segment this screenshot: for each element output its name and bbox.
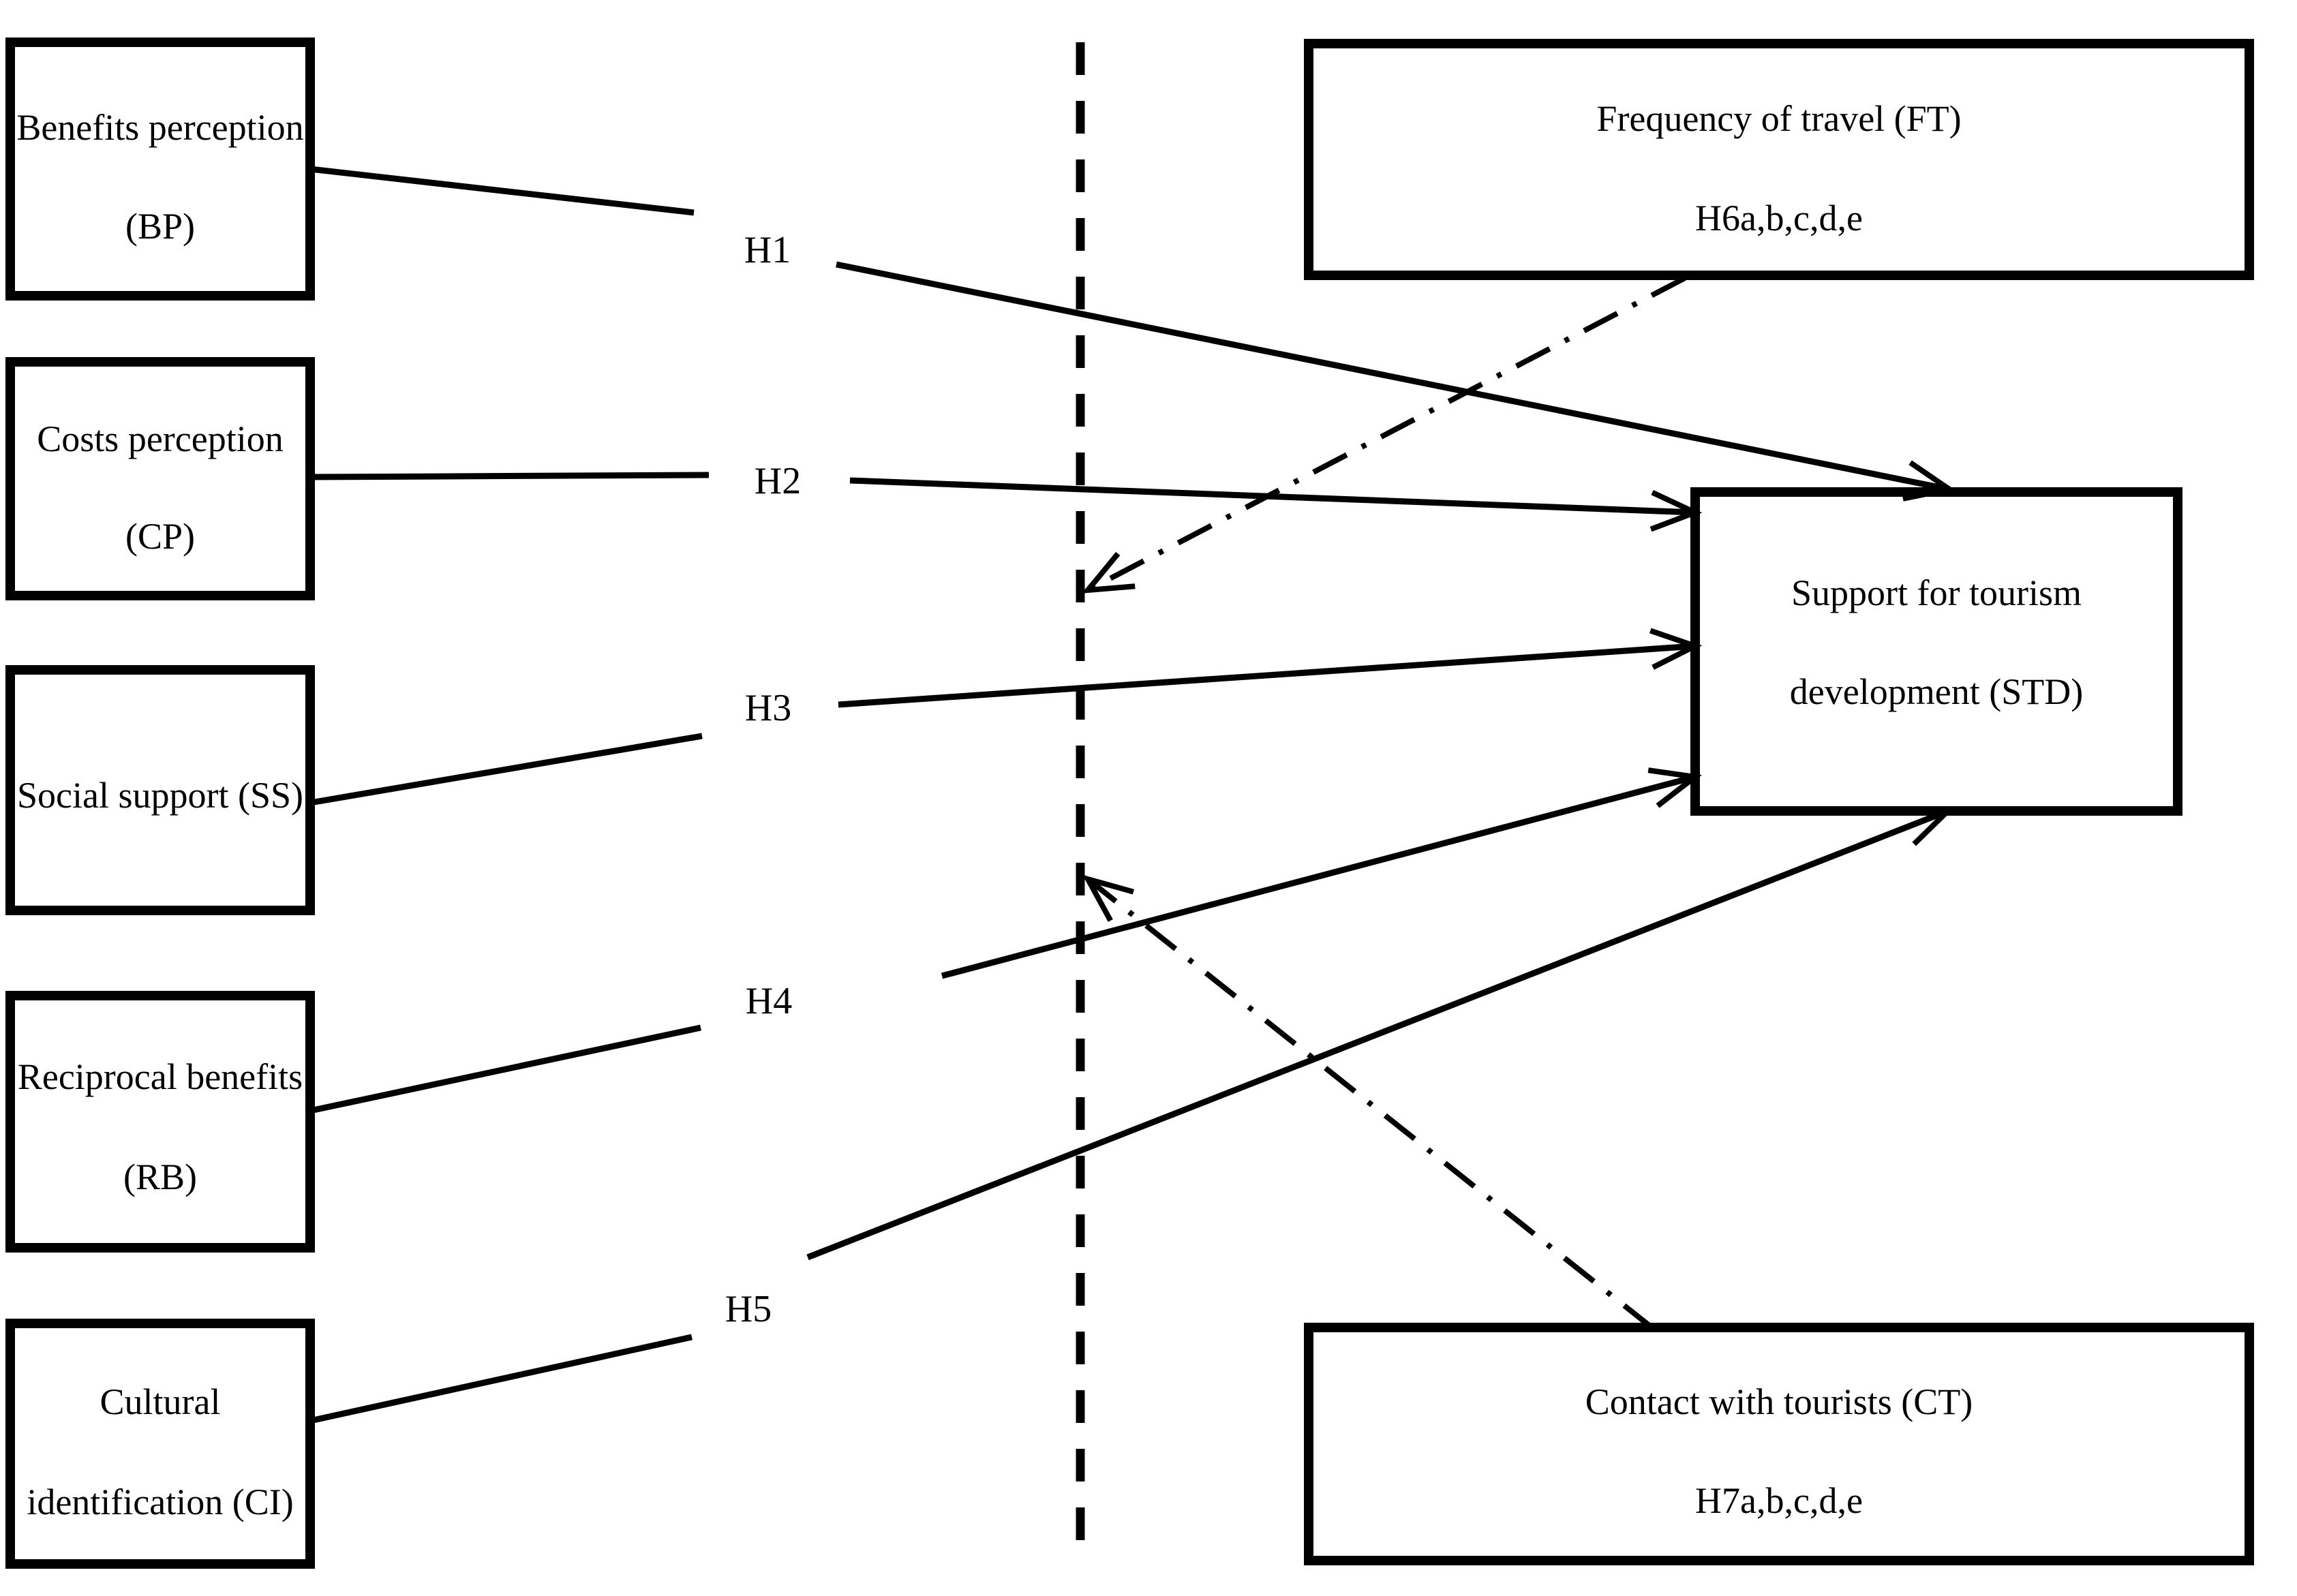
label-h4: H4	[746, 980, 792, 1022]
box-frequency-of-travel-frame	[1304, 39, 2254, 280]
arrow-h4-segment-left	[309, 1024, 701, 1114]
box-frequency-of-travel-line1: Frequency of travel (FT)	[1596, 98, 1961, 139]
box-cultural-identification-line2: identification (CI)	[27, 1482, 293, 1522]
label-h1: H1	[744, 229, 791, 271]
box-benefits-perception-line2: (BP)	[125, 206, 195, 247]
box-cultural-identification-frame	[5, 1319, 315, 1569]
box-cultural-identification: Cultural identification (CI)	[5, 1319, 315, 1569]
arrow-h5-segment-right	[806, 807, 1955, 1261]
arrow-h5: H5	[309, 807, 1955, 1424]
box-contact-with-tourists-frame	[1304, 1323, 2254, 1565]
box-contact-with-tourists: Contact with tourists (CT) H7a,b,c,d,e	[1304, 1323, 2254, 1565]
box-reciprocal-benefits-frame	[5, 991, 315, 1253]
box-reciprocal-benefits: Reciprocal benefits (RB)	[5, 991, 315, 1253]
box-benefits-perception: Benefits perception (BP)	[5, 37, 315, 301]
arrow-h1-segment-left	[309, 166, 695, 216]
box-reciprocal-benefits-line1: Reciprocal benefits	[18, 1056, 303, 1097]
box-support-tourism-development-line1: Support for tourism	[1791, 572, 2082, 613]
arrow-ct-moderator-dashdot	[1082, 874, 1656, 1332]
arrow-h3: H3	[309, 628, 1703, 806]
box-frequency-of-travel-line2: H6a,b,c,d,e	[1695, 198, 1863, 239]
box-social-support: Social support (SS)	[5, 665, 315, 915]
box-support-tourism-development-line2: development (STD)	[1790, 671, 2083, 712]
arrow-h1: H1	[309, 166, 1957, 502]
box-costs-perception: Costs perception (CP)	[5, 357, 315, 600]
box-support-tourism-development: Support for tourism development (STD)	[1690, 487, 2182, 816]
arrow-h1-segment-right	[836, 261, 1957, 502]
box-contact-with-tourists-line1: Contact with tourists (CT)	[1585, 1381, 1973, 1422]
box-reciprocal-benefits-line2: (RB)	[123, 1156, 197, 1197]
box-costs-perception-frame	[5, 357, 315, 600]
arrow-ft-moderator-dashdot	[1081, 275, 1686, 594]
box-benefits-perception-frame	[5, 37, 315, 301]
box-support-tourism-development-frame	[1690, 487, 2182, 816]
box-contact-with-tourists-line2: H7a,b,c,d,e	[1695, 1480, 1863, 1521]
box-cultural-identification-line1: Cultural	[100, 1381, 221, 1422]
label-h5: H5	[725, 1288, 772, 1330]
arrow-h4: H4	[309, 767, 1702, 1114]
box-costs-perception-line2: (CP)	[125, 516, 195, 557]
box-social-support-line1: Social support (SS)	[17, 775, 303, 816]
box-social-support-frame	[5, 665, 315, 915]
label-h2: H2	[755, 460, 801, 502]
arrow-h2-segment-left	[309, 472, 710, 480]
arrow-h4-segment-right	[941, 767, 1702, 979]
arrow-h3-segment-left	[309, 733, 703, 806]
box-frequency-of-travel: Frequency of travel (FT) H6a,b,c,d,e	[1304, 39, 2254, 280]
box-costs-perception-line1: Costs perception	[37, 418, 283, 459]
box-benefits-perception-line1: Benefits perception	[16, 107, 303, 148]
arrow-h3-segment-right	[838, 628, 1703, 708]
arrow-h5-segment-left	[309, 1334, 693, 1424]
arrow-h2: H2	[309, 460, 1703, 532]
label-h3: H3	[745, 687, 791, 729]
